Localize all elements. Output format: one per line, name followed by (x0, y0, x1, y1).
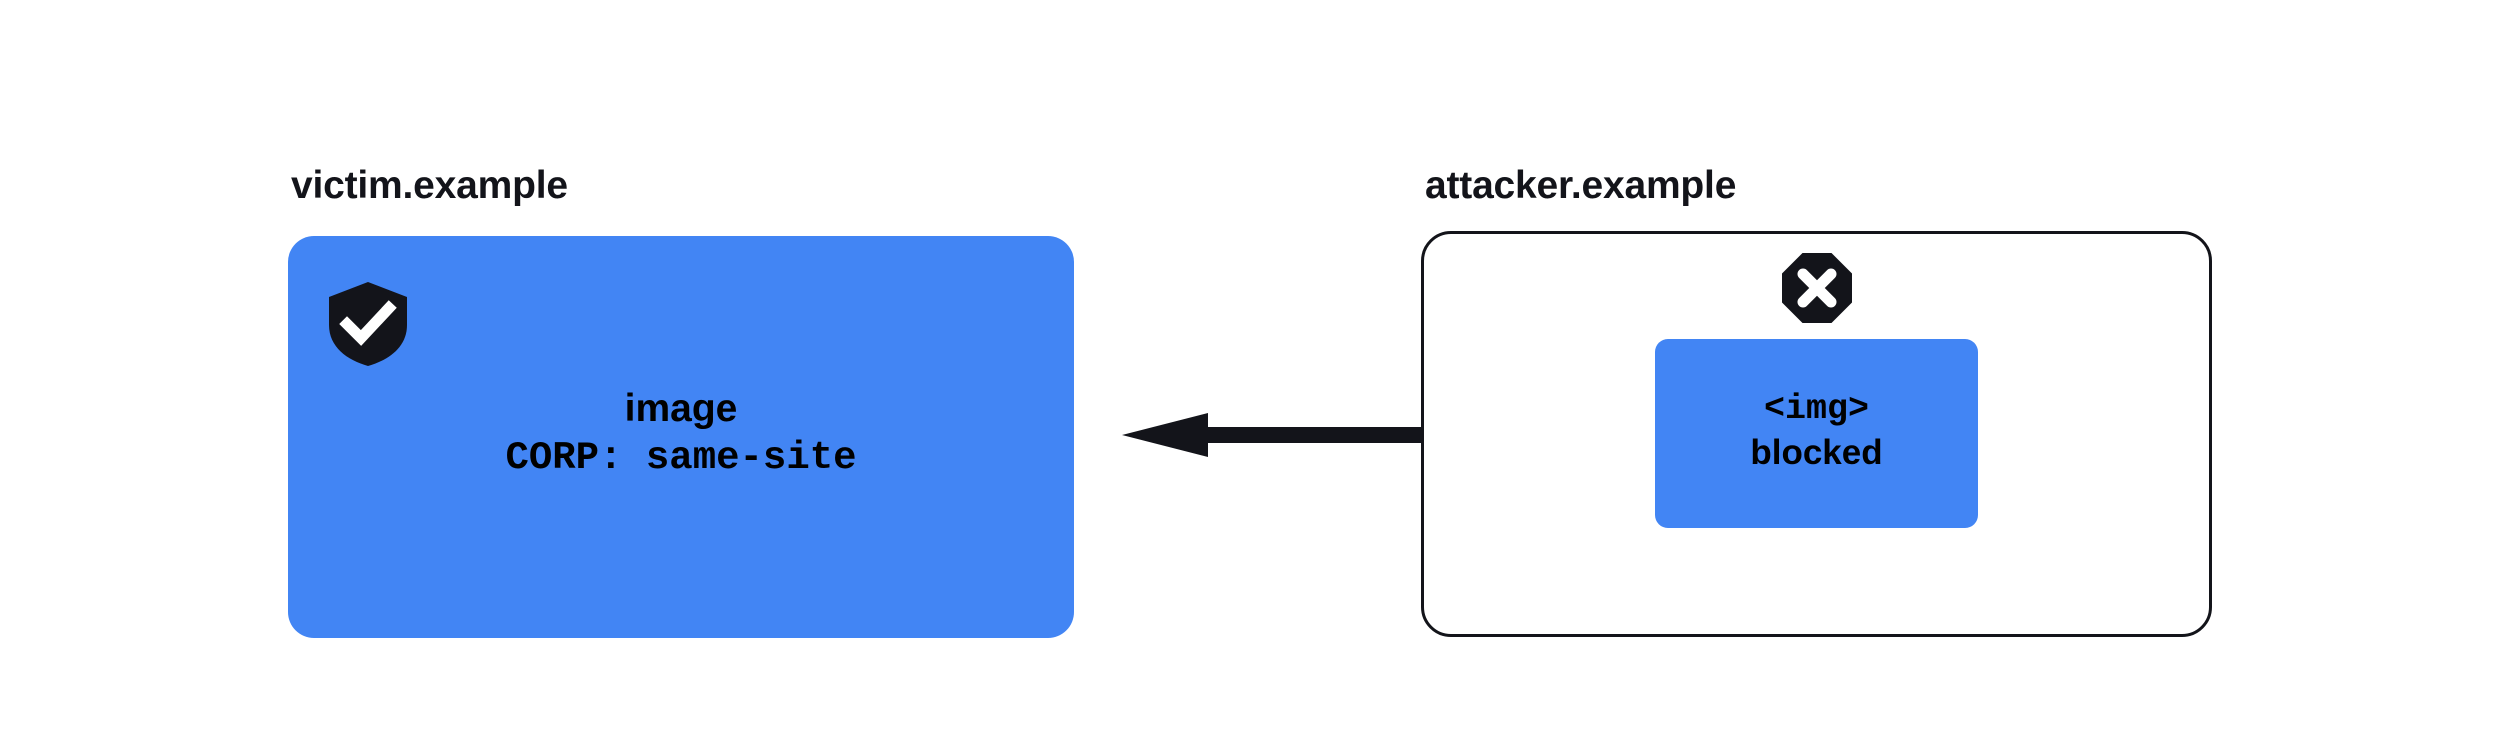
octagon-x-blocked-icon (1782, 253, 1852, 323)
attacker-site-label: attacker.example (1425, 164, 1737, 207)
victim-resource-line-1: image (624, 387, 738, 430)
victim-resource-line-2: CORP: same-site (505, 435, 857, 480)
attacker-embed-line-1: <img> (1763, 389, 1870, 429)
attacker-embed-text: <img> blocked (1655, 387, 1978, 476)
shield-check-icon (329, 282, 407, 366)
attacker-embed-line-2: blocked (1750, 433, 1883, 473)
victim-resource-text: image CORP: same-site (288, 384, 1074, 483)
attacker-embed-box (1655, 339, 1978, 528)
victim-site-label: victim.example (291, 164, 568, 207)
victim-origin-panel (288, 236, 1074, 638)
